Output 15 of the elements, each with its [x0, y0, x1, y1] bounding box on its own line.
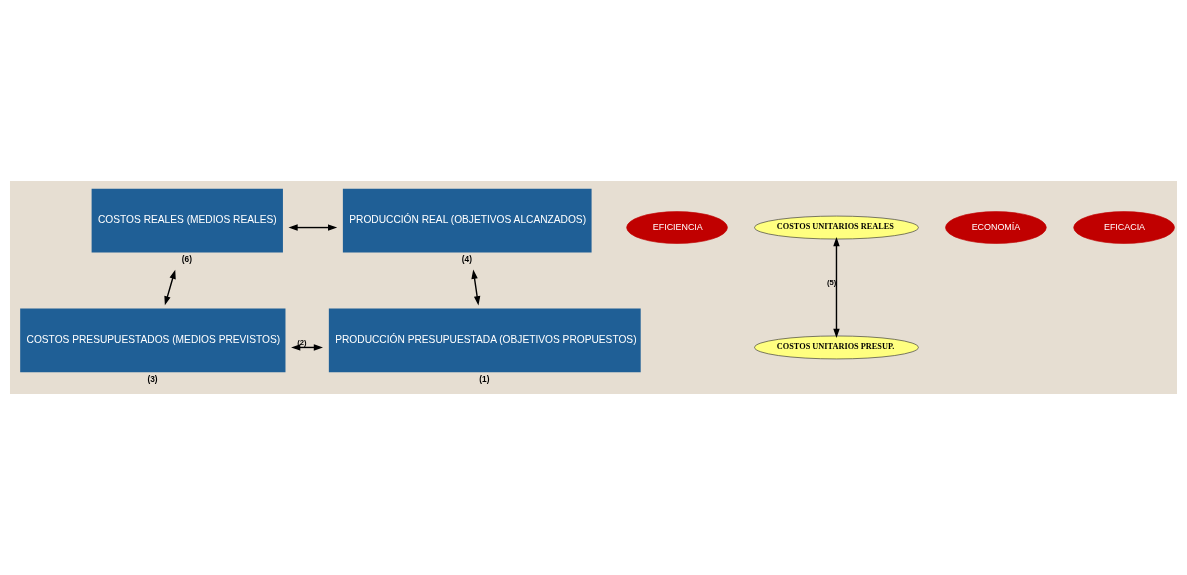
node-box: COSTOS REALES (MEDIOS REALES)	[91, 188, 283, 253]
node-ellipse: EFICACIA	[1073, 211, 1175, 244]
node-ellipse: ECONOMÍA	[945, 211, 1047, 244]
arrow	[833, 237, 840, 338]
node-box: PRODUCCIÓN REAL (OBJETIVOS ALCANZADOS)	[342, 188, 592, 253]
node-box: PRODUCCIÓN PRESUPUESTADA (OBJETIVOS PROPUESTOS)	[328, 308, 641, 373]
arrow	[471, 269, 481, 306]
node-label: (4)	[461, 254, 472, 265]
node-ellipse: EFICIENCIA	[626, 211, 728, 244]
node-label: (3)	[147, 374, 158, 385]
node-label: (1)	[479, 374, 490, 385]
node-label: (6)	[181, 254, 192, 265]
arrow	[288, 224, 338, 231]
node-box: COSTOS PRESUPUESTADOS (MEDIOS PREVISTOS)	[20, 308, 286, 373]
arrow	[164, 269, 176, 306]
